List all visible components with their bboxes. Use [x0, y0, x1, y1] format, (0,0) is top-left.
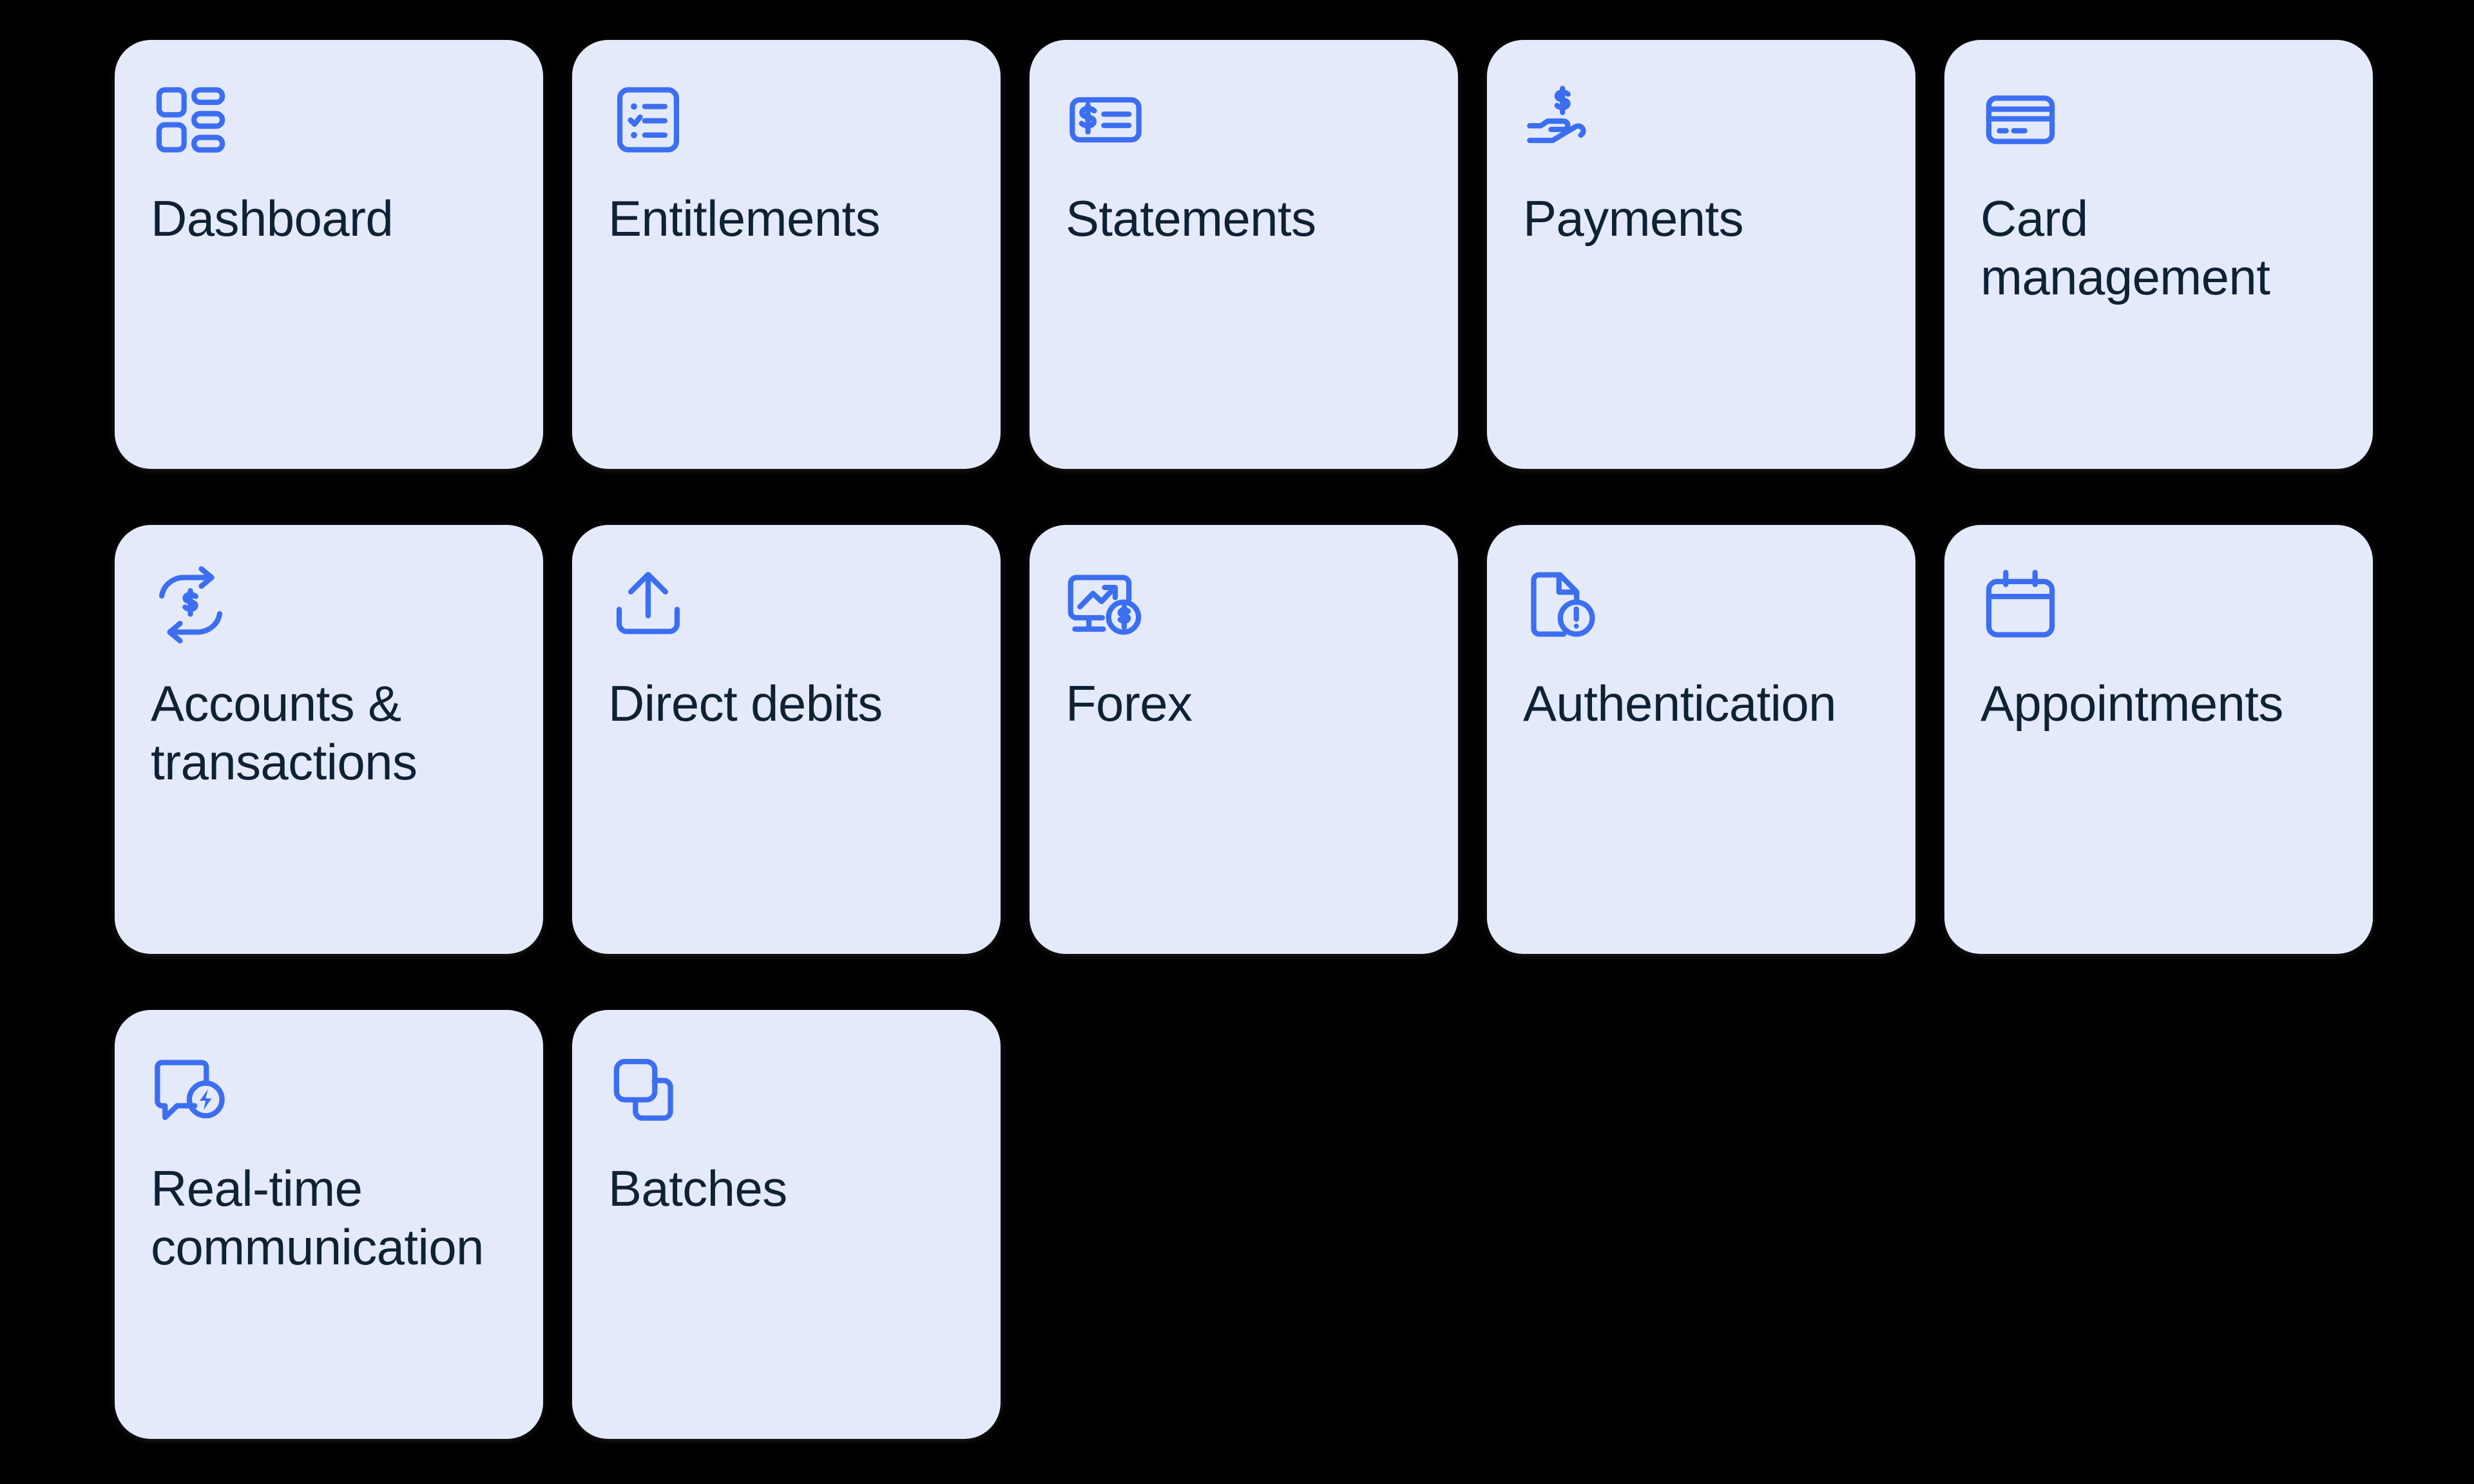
document-alert-icon	[1523, 562, 1608, 647]
card-appointments[interactable]: Appointments	[1944, 525, 2373, 954]
dashboard-grid-icon	[151, 77, 236, 162]
card-label: Forex	[1066, 675, 1193, 732]
card-entitlements[interactable]: Entitlements	[572, 40, 1001, 469]
checklist-clipboard-icon	[608, 77, 693, 162]
card-statements[interactable]: Statements	[1030, 40, 1458, 469]
card-label: Statements	[1066, 190, 1316, 247]
empty-cell	[1487, 1010, 1915, 1439]
chat-bolt-icon	[151, 1047, 236, 1132]
calendar-icon	[1980, 562, 2066, 647]
card-direct-debits[interactable]: Direct debits	[572, 525, 1001, 954]
card-label: Authentication	[1523, 675, 1837, 732]
empty-cell	[1030, 1010, 1458, 1439]
empty-cell	[1944, 1010, 2373, 1439]
card-label: Batches	[608, 1160, 787, 1217]
card-label: Card management	[1980, 190, 2270, 306]
credit-card-icon	[1980, 77, 2066, 162]
cheque-dollar-icon	[1066, 77, 1151, 162]
exchange-dollar-arrows-icon	[151, 562, 236, 647]
card-accounts-transactions[interactable]: Accounts & transactions	[115, 525, 543, 954]
card-authentication[interactable]: Authentication	[1487, 525, 1915, 954]
card-real-time-communication[interactable]: Real-time communication	[115, 1010, 543, 1439]
card-payments[interactable]: Payments	[1487, 40, 1915, 469]
card-forex[interactable]: Forex	[1030, 525, 1458, 954]
hand-holding-dollar-icon	[1523, 77, 1608, 162]
card-label: Appointments	[1980, 675, 2283, 732]
stacked-squares-icon	[608, 1047, 693, 1132]
card-label: Direct debits	[608, 675, 883, 732]
card-batches[interactable]: Batches	[572, 1010, 1001, 1439]
monitor-chart-dollar-icon	[1066, 562, 1151, 647]
card-card-management[interactable]: Card management	[1944, 40, 2373, 469]
card-label: Dashboard	[151, 190, 394, 247]
card-label: Payments	[1523, 190, 1744, 247]
upload-tray-icon	[608, 562, 693, 647]
card-dashboard[interactable]: Dashboard	[115, 40, 543, 469]
card-label: Real-time communication	[151, 1160, 484, 1276]
card-label: Entitlements	[608, 190, 881, 247]
card-label: Accounts & transactions	[151, 675, 417, 791]
